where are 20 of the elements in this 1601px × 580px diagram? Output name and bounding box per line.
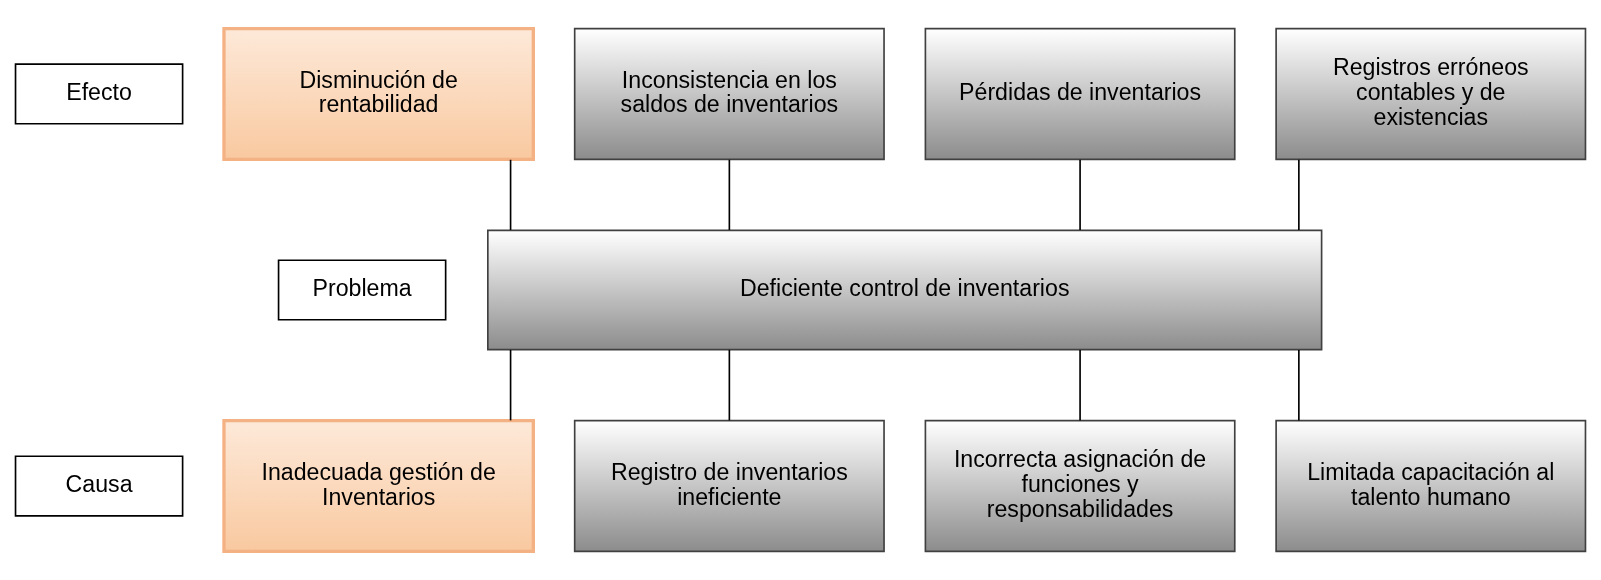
node-box: Incorrecta asignación de funciones y responsabilidades: [924, 419, 1236, 553]
connector: [1298, 349, 1300, 422]
connector: [1298, 158, 1300, 231]
node-box: Pérdidas de inventarios: [924, 27, 1236, 161]
connector: [728, 349, 731, 422]
node-box: Inconsistencia en los saldos de inventarios: [573, 27, 885, 161]
node-box: Registro de inventarios ineficiente: [573, 419, 885, 553]
node-box: Inadecuada gestión de Inventarios: [222, 419, 535, 554]
node-box: Causa: [14, 455, 184, 517]
node-box: Disminución de rentabilidad: [222, 26, 535, 161]
connector: [1079, 158, 1081, 231]
node-box: Efecto: [14, 63, 184, 125]
node-box: Deficiente control de inventarios: [487, 229, 1323, 351]
node-box: Registros erróneos contables y de existencias: [1275, 27, 1587, 161]
connector: [509, 349, 512, 422]
connector: [509, 158, 512, 231]
connector: [728, 158, 731, 231]
node-box: Limitada capacitación al talento humano: [1275, 419, 1587, 553]
connector: [1079, 349, 1081, 422]
node-box: Problema: [277, 259, 447, 321]
